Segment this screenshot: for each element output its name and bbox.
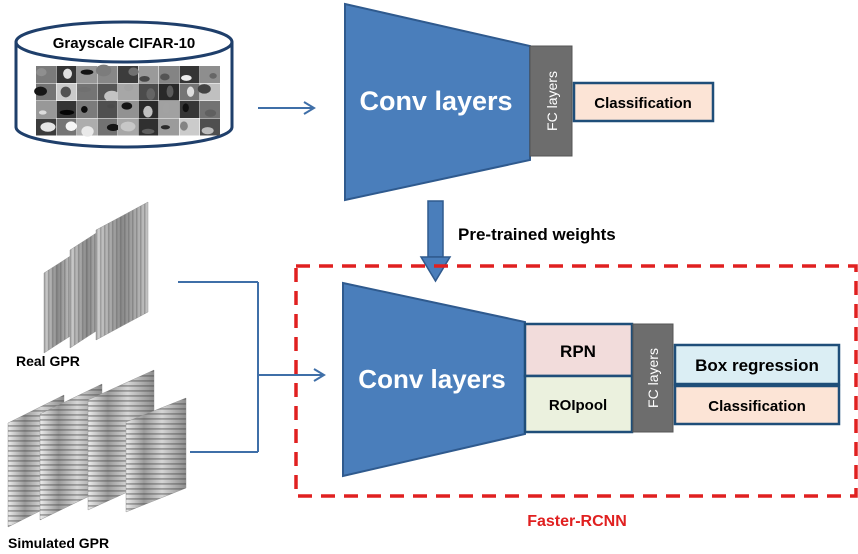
cifar-thumbnail-detail (63, 68, 72, 79)
top-fc-layers (529, 45, 573, 157)
cifar-thumbnail-detail (204, 109, 217, 117)
cifar-thumbnail-detail (107, 104, 115, 109)
simulated-gpr-label: Simulated GPR (8, 535, 109, 551)
dataset-label: Grayscale CIFAR-10 (53, 35, 196, 52)
cifar-thumbnail-detail (36, 68, 47, 77)
cifar-thumbnail-detail (143, 105, 153, 118)
pretrained-weights-label: Pre-trained weights (458, 225, 616, 244)
dataset-cylinder: Grayscale CIFAR-10 (14, 20, 234, 149)
real-gpr-images (43, 201, 149, 354)
bottom-conv-layers (342, 281, 526, 478)
cifar-thumbnail-detail (146, 88, 156, 100)
cifar-thumbnail (179, 101, 200, 118)
cifar-thumbnail-detail (186, 86, 195, 97)
cifar-thumbnail (36, 101, 56, 118)
cifar-thumbnail-detail (104, 90, 120, 102)
cifar-thumbnail-detail (209, 72, 217, 79)
cifar-thumbnail-detail (166, 85, 174, 98)
bottom-fc-layers (632, 323, 674, 433)
bottom-conv-label: Conv layers (358, 364, 505, 394)
bottom-classification-box (673, 384, 841, 426)
cifar-thumbnail-detail (180, 121, 188, 131)
cifar-thumbnail-detail (106, 123, 120, 132)
cifar-thumbnail-detail (81, 105, 88, 113)
cifar-thumbnail (97, 101, 118, 118)
cifar-thumbnail (77, 83, 97, 101)
cifar-thumbnail-detail (95, 64, 112, 77)
bottom-classification-label: Classification (708, 398, 806, 415)
cifar-thumbnail-detail (40, 122, 56, 132)
cifar-thumbnail (179, 66, 200, 83)
cifar-thumbnail-detail (81, 126, 94, 137)
cifar-thumbnail-detail (162, 102, 170, 114)
faster-rcnn-frame (294, 264, 858, 498)
cifar-thumbnail-detail (59, 109, 75, 116)
cifar-thumbnail-detail (34, 86, 47, 96)
cifar-thumbnail-detail (160, 73, 170, 81)
real-gpr-label: Real GPR (16, 353, 80, 369)
faster-rcnn-label: Faster-RCNN (527, 513, 627, 530)
cifar-thumbnail-detail (128, 67, 139, 76)
cifar-thumbnail-detail (139, 75, 150, 82)
top-fc-label: FC layers (544, 71, 560, 131)
cifar-thumbnail-detail (65, 121, 77, 132)
cifar-thumbnail-detail (120, 121, 136, 132)
roipool-box (523, 374, 634, 434)
cifar-thumbnail-detail (77, 87, 91, 93)
cifar-thumbnail-detail (38, 110, 47, 115)
cifar-thumbnail-detail (80, 69, 94, 75)
cifar-thumbnail-detail (141, 128, 155, 135)
top-classification-box (572, 81, 715, 123)
cifar-thumbnail-detail (201, 127, 214, 135)
cifar-thumbnail-detail (181, 75, 192, 81)
roipool-label: ROIpool (549, 397, 607, 414)
top-conv-label: Conv layers (359, 86, 512, 116)
cifar-thumbnail-detail (60, 86, 71, 98)
cifar-thumbnail-detail (197, 84, 211, 94)
pretrained-weights-arrow (419, 200, 452, 283)
input-merge-connector (178, 281, 326, 453)
top-classification-label: Classification (594, 95, 692, 112)
cifar-thumbnail-detail (182, 103, 189, 113)
cifar-thumbnail-detail (121, 102, 133, 110)
box-regression-box (673, 343, 841, 386)
cifar-thumbnail-detail (160, 125, 170, 130)
top-conv-layers (344, 2, 531, 202)
cifar-thumbnail-detail (124, 84, 134, 92)
box-regression-label: Box regression (695, 356, 819, 375)
bottom-fc-label: FC layers (645, 348, 661, 408)
rpn-label: RPN (560, 342, 596, 361)
cifar-thumbnail (56, 101, 77, 118)
dataset-to-conv-arrow (258, 101, 316, 115)
cifar-image-grid (34, 64, 220, 137)
simulated-gpr-images (7, 369, 187, 528)
